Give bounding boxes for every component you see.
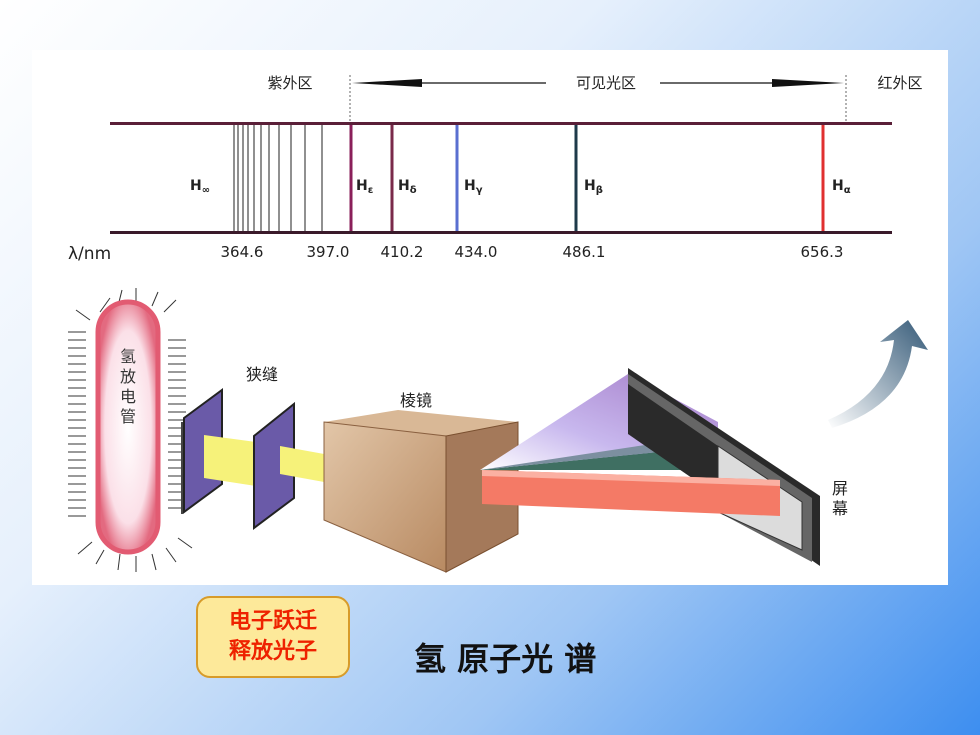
wavelength-364-6: 364.6 — [221, 243, 264, 261]
h-alpha-label: Hα — [832, 178, 851, 196]
slit-plate-2 — [253, 401, 295, 530]
h-beta-label: Hβ — [584, 178, 603, 196]
curved-arrow — [828, 320, 928, 428]
tube-glow-rays — [68, 288, 193, 572]
h-delta-label: Hδ — [398, 178, 417, 196]
visible-arrow-left-head — [352, 79, 422, 87]
wavelength-434-0: 434.0 — [455, 243, 498, 261]
prism-front — [323, 421, 447, 573]
h-gamma-label: Hγ — [464, 178, 483, 196]
svg-text:管: 管 — [120, 407, 136, 426]
hydrogen-discharge-tube — [95, 299, 161, 555]
red-output-beam-highlight — [482, 470, 780, 486]
svg-text:电: 电 — [120, 387, 136, 406]
visible-region-label: 可见光区 — [576, 74, 636, 92]
wavelength-397-0: 397.0 — [307, 243, 350, 261]
h-epsilon-label: Hε — [356, 178, 373, 196]
screen-label-2: 幕 — [832, 499, 848, 518]
callout-line-2: 释放光子 — [228, 639, 317, 664]
prism-top — [324, 410, 518, 436]
page-title: 氢 原子光 谱 — [414, 640, 597, 678]
light-beam-1 — [204, 435, 256, 486]
callout-line-1: 电子跃迁 — [228, 609, 317, 634]
wavelength-410-2: 410.2 — [381, 243, 424, 261]
uv-region-label: 紫外区 — [267, 74, 312, 92]
visible-arrow-right-head — [772, 79, 844, 87]
wavelength-axis-label: λ/nm — [68, 244, 111, 264]
diagram-panel: 紫外区 可见光区 红外区 H∞ Hε Hδ Hγ Hβ Hα λ/nm 364.… — [32, 50, 948, 585]
slit-label: 狭缝 — [246, 365, 278, 384]
wavelength-656-3: 656.3 — [801, 243, 844, 261]
spectrum-diagram: 紫外区 可见光区 红外区 H∞ Hε Hδ Hγ Hβ Hα λ/nm 364.… — [68, 74, 928, 573]
wavelength-486-1: 486.1 — [563, 243, 606, 261]
svg-text:放: 放 — [120, 367, 136, 386]
series-limit-lines — [233, 125, 323, 231]
slit-plate-1 — [183, 388, 223, 514]
prism-label: 棱镜 — [400, 391, 432, 410]
h-infinity-label: H∞ — [190, 178, 210, 196]
spectrum-band-bottom — [110, 231, 892, 234]
ir-region-label: 红外区 — [877, 74, 922, 92]
tube-label: 氢 放 电 管 — [120, 347, 136, 426]
electron-transition-callout: 电子跃迁 释放光子 — [196, 596, 350, 678]
svg-text:氢: 氢 — [120, 347, 136, 366]
screen-label-1: 屏 — [832, 479, 848, 498]
spectrum-band-top — [110, 122, 892, 125]
